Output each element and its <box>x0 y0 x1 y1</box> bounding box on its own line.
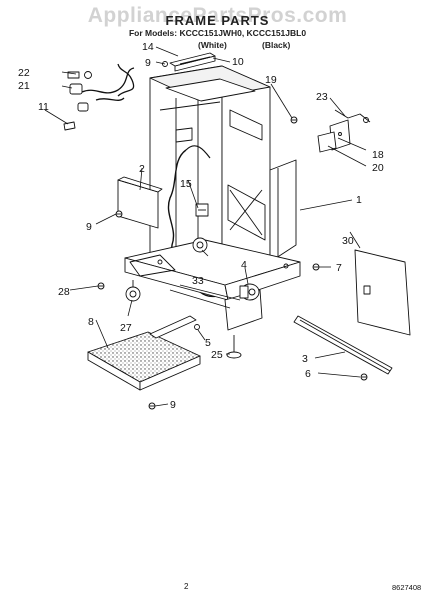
callout-9-bottom: 9 <box>170 399 176 411</box>
screw-9-top <box>162 61 168 67</box>
part-27-caster <box>125 280 141 302</box>
callout-5: 5 <box>205 337 211 349</box>
callout-labels: 14 9 10 22 21 11 19 23 18 20 2 15 9 1 30… <box>18 41 384 411</box>
part-18-bracket <box>317 119 351 153</box>
part-33-valve <box>192 237 208 253</box>
diagram-title: FRAME PARTS <box>165 13 270 28</box>
part-2-side-panel <box>117 176 163 229</box>
screw-9-bottom <box>148 402 156 410</box>
leader-lines <box>44 46 367 407</box>
callout-11: 11 <box>38 101 49 113</box>
page-number: 2 <box>184 582 189 591</box>
screw-5 <box>194 324 200 330</box>
screw-9-side <box>115 210 123 218</box>
part-15-switch <box>195 203 209 217</box>
callout-25: 25 <box>211 349 223 361</box>
callout-10: 10 <box>232 56 244 68</box>
callout-21: 21 <box>18 80 30 92</box>
watermark: AppliancePartsPros.com <box>87 4 348 27</box>
part-23-hinge <box>334 109 371 123</box>
part-25-foot <box>226 335 242 359</box>
callout-2: 2 <box>139 163 145 175</box>
callout-33: 33 <box>192 275 204 287</box>
callout-1: 1 <box>356 194 362 206</box>
part-4-motor <box>239 283 260 301</box>
callout-9-top: 9 <box>145 57 151 69</box>
color-black-label: (Black) <box>262 40 291 50</box>
color-white-label: (White) <box>198 40 227 50</box>
callout-28: 28 <box>58 286 70 298</box>
part-11-clip <box>63 121 76 131</box>
callout-9-side: 9 <box>86 221 92 233</box>
part-19-screw <box>290 116 298 124</box>
part-8-drip-tray <box>87 315 201 391</box>
callout-30: 30 <box>342 235 354 247</box>
screw-6 <box>360 373 368 381</box>
callout-4: 4 <box>241 259 247 271</box>
frame-cabinet <box>149 65 297 263</box>
part-10-top-bracket <box>169 52 216 72</box>
callout-19: 19 <box>265 74 277 86</box>
callout-7: 7 <box>336 262 342 274</box>
screw-7 <box>312 263 320 271</box>
callout-22: 22 <box>18 67 30 79</box>
part-3-rail <box>293 315 393 375</box>
callout-14: 14 <box>142 41 154 53</box>
wire-harness <box>167 145 231 298</box>
callout-23: 23 <box>316 91 328 103</box>
models-line: For Models: KCCC151JWH0, KCCC151JBL0 <box>128 28 307 38</box>
callout-18: 18 <box>372 149 384 161</box>
callout-15: 15 <box>180 178 192 190</box>
part-22-plug <box>67 71 92 79</box>
document-number: 8627408 <box>392 583 422 592</box>
callout-6: 6 <box>305 368 311 380</box>
callout-27: 27 <box>120 322 132 334</box>
callout-20: 20 <box>372 162 384 174</box>
screw-28 <box>97 282 105 290</box>
callout-8: 8 <box>88 316 94 328</box>
callout-3: 3 <box>302 353 308 365</box>
part-21-power-cord <box>69 63 135 112</box>
part-30-back-panel <box>354 249 411 336</box>
